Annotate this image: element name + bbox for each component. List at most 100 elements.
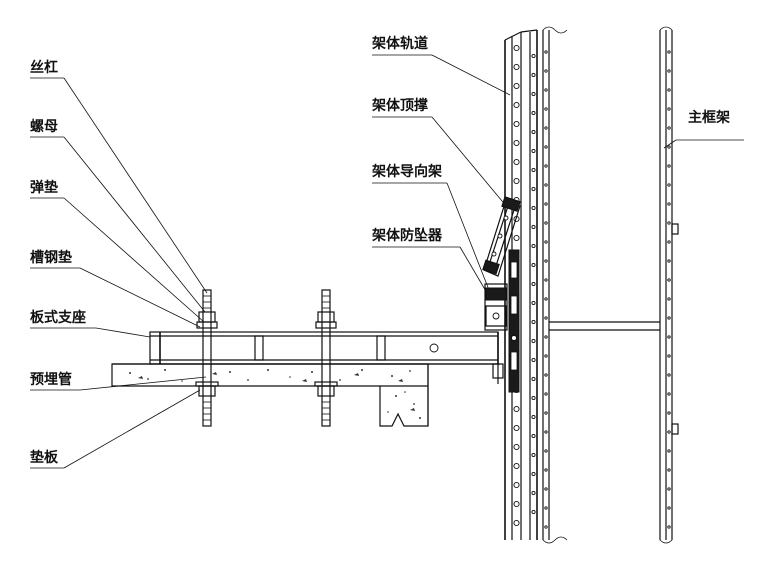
track-hole: [531, 338, 536, 344]
label-spring-washer: 弹垫: [30, 179, 58, 196]
track-hole: [513, 82, 520, 90]
track-hole: [531, 148, 536, 154]
frame-hole: [544, 506, 548, 510]
track-hole: [531, 167, 536, 173]
concrete-slab: [111, 363, 500, 427]
frame-hole: [544, 468, 548, 472]
frame-hole: [667, 183, 671, 187]
label-backing-plate: 垫板: [30, 449, 59, 466]
track-hole: [531, 509, 536, 515]
frame-hole: [667, 164, 671, 168]
frame-hole: [544, 145, 548, 149]
track-hole: [513, 424, 520, 432]
track-hole: [531, 110, 536, 116]
track-hole: [513, 234, 520, 242]
frame-hole: [667, 50, 671, 54]
track-hole: [531, 471, 536, 477]
track-hole: [531, 414, 536, 420]
track-hole: [513, 44, 520, 52]
frame-hole: [544, 202, 548, 206]
track-hole: [513, 443, 520, 451]
track-hole: [531, 452, 536, 458]
frame-guide: [484, 283, 508, 331]
frame-hole: [544, 221, 548, 225]
frame-hole: [667, 335, 671, 339]
frame-hole: [667, 69, 671, 73]
frame-hole: [544, 316, 548, 320]
frame-hole: [667, 126, 671, 130]
track-hole: [513, 158, 520, 166]
track-hole: [531, 319, 536, 325]
frame-hole: [667, 506, 671, 510]
frame-hole: [544, 430, 548, 434]
frame-hole: [667, 430, 671, 434]
label-frame-anti-fall: 架体防坠器: [371, 227, 443, 244]
frame-hole: [667, 221, 671, 225]
frame-hole: [667, 107, 671, 111]
track-hole: [531, 395, 536, 401]
main-frame: [542, 26, 679, 544]
lead-screw-bolt-2: [314, 289, 338, 427]
frame-hole: [544, 525, 548, 529]
track-hole: [531, 224, 536, 230]
frame-hole: [667, 449, 671, 453]
track-hole: [531, 186, 536, 192]
label-nut: 螺母: [30, 118, 58, 135]
label-plate-support: 板式支座: [30, 309, 86, 326]
plate-support-beam: [149, 331, 499, 365]
frame-top-brace: [482, 196, 521, 277]
track-hole: [531, 376, 536, 382]
frame-hole: [667, 88, 671, 92]
track-hole: [531, 357, 536, 363]
label-channel-washer: 槽钢垫: [30, 249, 72, 266]
left-leader-lines: [63, 77, 208, 469]
frame-hole: [544, 88, 548, 92]
label-embedded-pipe: 预埋管: [30, 371, 72, 388]
track-hole: [513, 120, 520, 128]
track-hole: [513, 405, 520, 413]
frame-hole: [544, 297, 548, 301]
frame-hole: [544, 354, 548, 358]
track-hole: [531, 129, 536, 135]
frame-hole: [667, 316, 671, 320]
track-hole: [531, 72, 536, 78]
frame-hole: [667, 202, 671, 206]
frame-hole: [667, 468, 671, 472]
frame-hole: [667, 354, 671, 358]
frame-hole: [667, 487, 671, 491]
track-hole: [531, 433, 536, 439]
track-hole: [513, 139, 520, 147]
track-hole: [513, 177, 520, 185]
frame-track: [504, 29, 538, 540]
frame-anti-fall-device: [492, 249, 520, 393]
frame-hole: [544, 69, 548, 73]
frame-hole: [544, 278, 548, 282]
frame-hole: [544, 411, 548, 415]
frame-hole: [544, 183, 548, 187]
frame-hole: [544, 240, 548, 244]
track-hole: [531, 243, 536, 249]
track-hole: [513, 519, 520, 527]
track-hole: [513, 462, 520, 470]
frame-hole: [667, 240, 671, 244]
label-frame-track: 架体轨道: [371, 35, 428, 52]
track-hole: [531, 490, 536, 496]
label-lead-screw: 丝杠: [30, 59, 58, 76]
frame-hole: [544, 107, 548, 111]
frame-hole: [544, 487, 548, 491]
frame-hole: [667, 278, 671, 282]
label-frame-guide: 架体导向架: [371, 163, 442, 180]
frame-hole: [544, 259, 548, 263]
track-hole: [531, 300, 536, 306]
track-hole: [531, 262, 536, 268]
lead-screw-bolt-1: [195, 289, 219, 427]
frame-hole: [544, 392, 548, 396]
frame-hole: [544, 373, 548, 377]
frame-hole: [544, 335, 548, 339]
frame-hole: [667, 411, 671, 415]
track-hole: [531, 91, 536, 97]
track-hole: [513, 500, 520, 508]
track-hole: [513, 63, 520, 71]
frame-hole: [667, 525, 671, 529]
